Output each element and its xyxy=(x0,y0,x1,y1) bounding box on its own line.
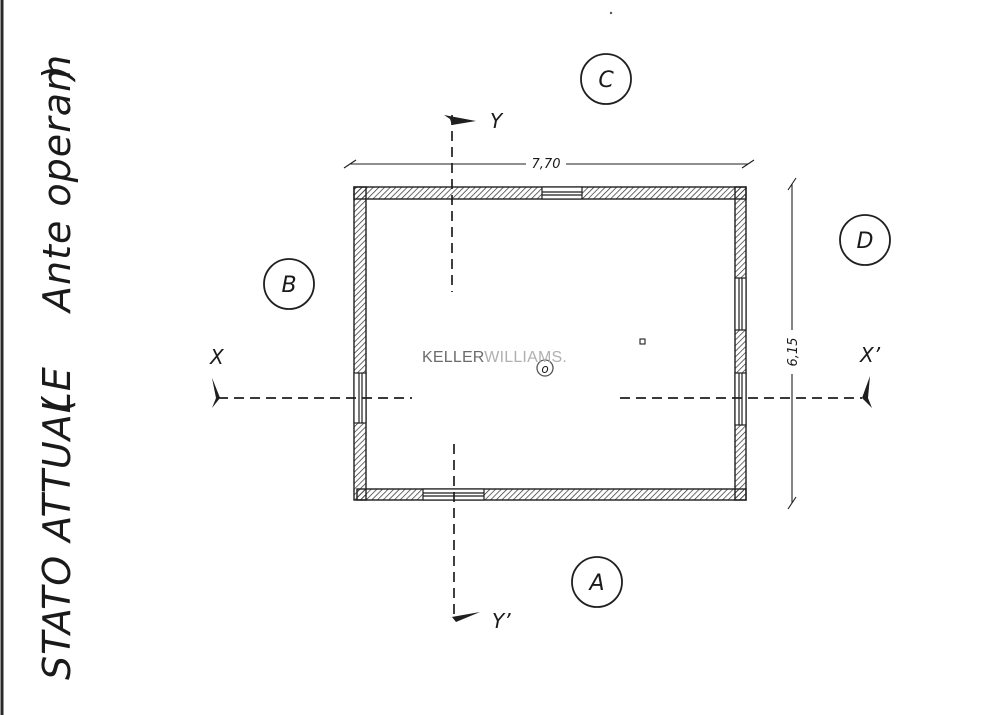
title-main: STATO ATTUALE xyxy=(35,366,79,680)
facade-marker-b: B xyxy=(263,258,315,310)
section-arrow-x xyxy=(212,378,220,408)
dimension-width xyxy=(343,154,755,172)
center-mark: o xyxy=(536,359,554,377)
section-label-x-prime: X’ xyxy=(859,343,881,367)
facade-label-a: A xyxy=(587,571,604,596)
window-left xyxy=(353,372,367,424)
dimension-depth xyxy=(782,177,802,510)
scan-speck xyxy=(609,11,613,15)
dimension-depth-label: 6,15 xyxy=(786,338,801,367)
facade-label-d: D xyxy=(857,229,874,254)
dimension-width-label: 7,70 xyxy=(532,157,561,172)
facade-label-b: B xyxy=(281,273,296,298)
section-label-x: X xyxy=(209,345,225,369)
title-subtitle: Ante operam xyxy=(35,54,79,315)
window-right-upper xyxy=(734,277,747,331)
wall-right xyxy=(734,186,747,501)
center-mark-label: o xyxy=(541,362,548,376)
section-line-y xyxy=(451,115,455,618)
section-arrow-x-prime xyxy=(862,376,872,408)
section-arrow-y xyxy=(444,115,476,125)
wall-left xyxy=(353,186,367,501)
fixture-marker xyxy=(639,338,646,345)
title-paren-open: ( xyxy=(35,395,79,412)
facade-marker-c: C xyxy=(580,53,632,105)
watermark-part2: WILLIAMS. xyxy=(484,349,567,366)
section-arrow-y-prime xyxy=(446,612,480,622)
window-right-lower xyxy=(734,372,747,426)
title-paren-close: ) xyxy=(35,64,79,83)
watermark-part1: KELLER xyxy=(422,349,484,366)
watermark: KELLERWILLIAMS. xyxy=(422,349,567,366)
facade-marker-d: D xyxy=(839,214,891,266)
section-label-y-prime: Y’ xyxy=(492,609,511,633)
title-block: STATO ATTUALE ( Ante operam ) xyxy=(35,54,79,680)
wall-bottom xyxy=(356,488,747,501)
building-walls xyxy=(353,186,747,501)
section-label-y: Y xyxy=(490,109,504,133)
wall-openings xyxy=(353,186,747,501)
facade-marker-a: A xyxy=(571,556,623,608)
window-top xyxy=(541,186,583,200)
facade-label-c: C xyxy=(598,68,614,93)
